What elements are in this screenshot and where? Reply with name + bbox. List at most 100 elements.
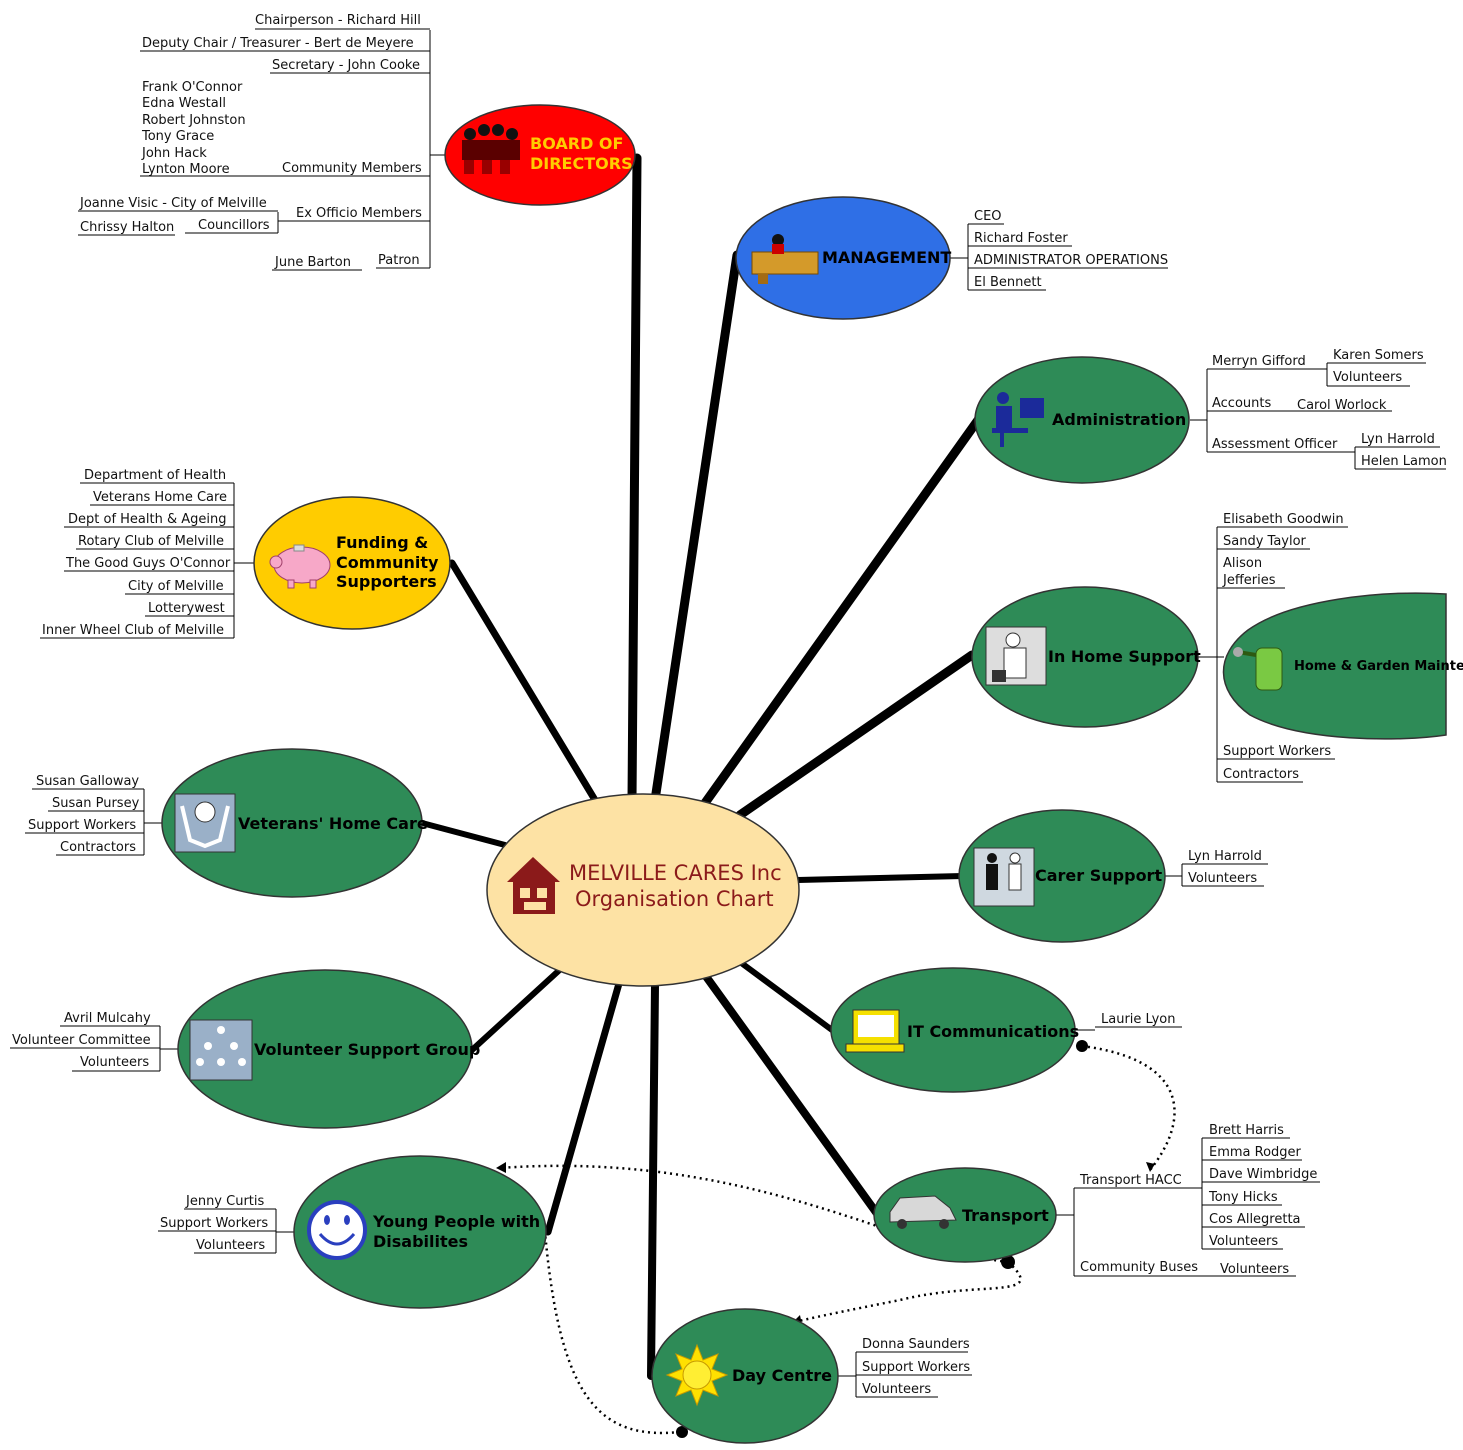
day-centre-node[interactable]: Day Centre (651, 1308, 839, 1444)
inhome-contractors: Contractors (1223, 767, 1299, 782)
volunteer-title: Volunteer Support Group (254, 1040, 480, 1059)
center-title-line1: MELVILLE CARES Inc (569, 861, 782, 885)
admin-volunteers: Volunteers (1333, 370, 1402, 385)
home-garden-title: Home & Garden Mainte (1294, 659, 1463, 674)
spokes (419, 153, 983, 1380)
carer-labels: Lyn Harrold Volunteers (1188, 849, 1262, 886)
admin-helen: Helen Lamon (1361, 454, 1447, 469)
admin-carol: Carol Worlock (1297, 398, 1387, 413)
carer-branches (1165, 863, 1268, 887)
management-title: MANAGEMENT (822, 248, 951, 267)
funding-item-2: Veterans Home Care (93, 490, 227, 505)
hacc-item-4: Tony Hicks (1208, 1190, 1278, 1205)
spoke-board (627, 153, 642, 805)
admin-assessment: Assessment Officer (1212, 437, 1338, 452)
in-home-node[interactable]: In Home Support (971, 586, 1201, 728)
transport-title: Transport (962, 1206, 1049, 1225)
admin-labels: Merryn Gifford Karen Somers Volunteers A… (1212, 348, 1447, 469)
board-node[interactable]: BOARD OF DIRECTORS (444, 104, 636, 206)
veterans-title: Veterans' Home Care (238, 814, 428, 833)
spoke-volunteer-group (469, 962, 568, 1053)
carer-person-icon (973, 847, 1035, 907)
transport-node[interactable]: Transport (873, 1167, 1057, 1263)
hacc-item-3: Dave Wimbridge (1209, 1167, 1317, 1182)
inhome-sandy: Sandy Taylor (1223, 534, 1307, 549)
veterans-node[interactable]: Veterans' Home Care (161, 748, 428, 898)
it-node[interactable]: IT Communications (830, 967, 1079, 1093)
it-branches (1075, 1026, 1182, 1031)
management-labels: CEO Richard Foster ADMINISTRATOR OPERATI… (974, 209, 1168, 290)
young-people-node[interactable]: Young People with Disabilites (293, 1155, 547, 1309)
funding-item-6: City of Melville (128, 579, 224, 594)
community-member-3: Robert Johnston (142, 113, 246, 128)
chrissy-halton: Chrissy Halton (80, 220, 174, 235)
in-home-branches (1198, 526, 1348, 783)
hacc-item-1: Brett Harris (1209, 1123, 1284, 1138)
veterans-labels: Susan Galloway Susan Pursey Support Work… (28, 774, 140, 855)
veterans-item-4: Contractors (60, 840, 136, 855)
board-chairperson: Chairperson - Richard Hill (255, 13, 421, 28)
veterans-item-1: Susan Galloway (36, 774, 139, 789)
board-title-line1: BOARD OF (530, 134, 623, 153)
it-to-transport-link (1081, 1044, 1176, 1171)
spoke-funding (448, 559, 599, 804)
community-buses: Community Buses (1080, 1260, 1198, 1275)
sun-icon (665, 1343, 729, 1407)
carer-support-node[interactable]: Carer Support (958, 809, 1166, 943)
management-branches (950, 223, 1168, 291)
young-title-line2: Disabilites (373, 1232, 468, 1251)
veterans-branches (25, 788, 162, 856)
funding-node[interactable]: Funding & Community Supporters (253, 496, 451, 630)
community-member-6: Lynton Moore (142, 162, 230, 177)
board-labels: Chairperson - Richard Hill Deputy Chair … (79, 13, 422, 270)
ex-officio-label: Ex Officio Members (296, 206, 422, 221)
people-pyramid-icon (189, 1019, 253, 1081)
mgmt-item-4: El Bennett (974, 275, 1042, 290)
inhome-alison-line1: Alison (1223, 556, 1262, 571)
patron-name: June Barton (274, 255, 351, 270)
carer-item-1: Lyn Harrold (1188, 849, 1262, 864)
inhome-elisabeth: Elisabeth Goodwin (1223, 512, 1344, 527)
management-node[interactable]: MANAGEMENT (735, 196, 951, 320)
spoke-carer-support (795, 873, 966, 883)
inhome-support: Support Workers (1223, 744, 1331, 759)
day-centre-title: Day Centre (732, 1366, 832, 1385)
spoke-veterans (419, 820, 508, 848)
patron-label: Patron (378, 253, 420, 268)
young-item-3: Volunteers (196, 1238, 265, 1253)
volunteer-labels: Avril Mulcahy Volunteer Committee Volunt… (12, 1011, 151, 1070)
funding-title-line3: Supporters (336, 572, 437, 591)
admin-accounts: Accounts (1212, 396, 1271, 411)
board-secretary: Secretary - John Cooke (272, 58, 420, 73)
mgmt-item-2: Richard Foster (974, 231, 1068, 246)
funding-branches (40, 482, 254, 639)
house-logo-icon (507, 857, 560, 914)
watering-can-icon (1233, 647, 1283, 691)
center-node[interactable]: MELVILLE CARES Inc Organisation Chart (486, 793, 800, 987)
spoke-management (650, 250, 742, 805)
computer-icon (845, 1009, 905, 1053)
day-labels: Donna Saunders Support Workers Volunteer… (862, 1337, 970, 1397)
spoke-young-people (544, 976, 624, 1236)
phone-icon (985, 626, 1047, 686)
administration-node[interactable]: Administration (974, 356, 1190, 484)
veterans-item-2: Susan Pursey (52, 796, 140, 811)
funding-item-4: Rotary Club of Melville (78, 534, 224, 549)
desk-icon (751, 234, 819, 284)
volunteer-group-node[interactable]: Volunteer Support Group (177, 969, 480, 1129)
volunteer-item-3: Volunteers (80, 1055, 149, 1070)
home-garden-node[interactable]: Home & Garden Mainte (1222, 592, 1463, 740)
volunteer-item-1: Avril Mulcahy (64, 1011, 151, 1026)
young-title-line1: Young People with (372, 1212, 540, 1231)
funding-item-5: The Good Guys O'Connor (65, 556, 231, 571)
smiley-icon (307, 1200, 367, 1260)
transport-to-day-centre-link (791, 1261, 1022, 1325)
day-item-3: Volunteers (862, 1382, 931, 1397)
buses-volunteers: Volunteers (1220, 1262, 1289, 1277)
transport-hacc: Transport HACC (1079, 1173, 1182, 1188)
volunteer-branches (10, 1025, 178, 1072)
mgmt-item-3: ADMINISTRATOR OPERATIONS (974, 253, 1168, 268)
piggy-bank-icon (269, 544, 331, 589)
funding-title-line1: Funding & (336, 533, 428, 552)
